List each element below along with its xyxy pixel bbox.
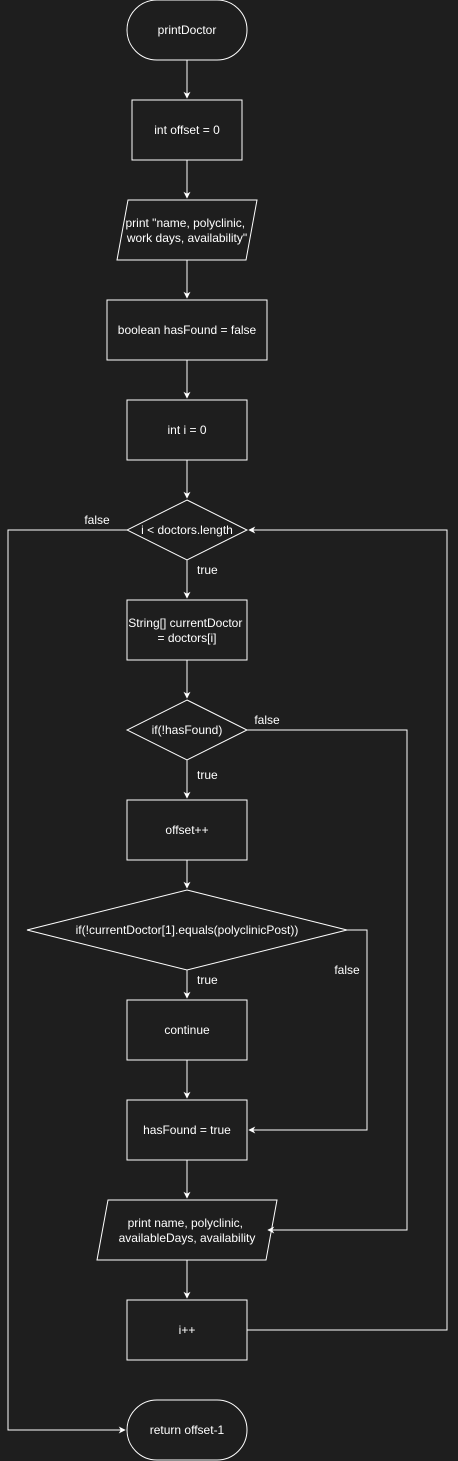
if-polyclinic-label: if(!currentDoctor[1].equals(polyclinicPo…	[76, 923, 299, 937]
i-inc-label: i++	[179, 1323, 196, 1337]
print-doctor-io	[96, 1199, 278, 1261]
edge-found-false-to-print-doctor	[247, 729, 408, 1234]
set-found-label: hasFound = true	[143, 1123, 231, 1137]
loop-false-label: false	[84, 513, 110, 527]
loop-true-label: true	[197, 563, 218, 577]
if-not-found-label: if(!hasFound)	[152, 723, 223, 737]
return-terminal	[126, 1399, 248, 1461]
edges	[7, 60, 448, 1434]
offset-init-box	[131, 99, 243, 161]
edge-loop-false-to-return	[7, 529, 127, 1434]
i-init-label: int i = 0	[167, 423, 206, 437]
i-inc-box	[126, 1299, 248, 1361]
if-not-found-diamond	[125, 699, 249, 761]
print-header-io	[116, 199, 258, 261]
print-doctor-label: print name, polyclinic, availableDays, a…	[119, 1216, 256, 1245]
i-init-box	[126, 399, 248, 461]
loop-condition-diamond	[125, 499, 249, 561]
set-found-box	[126, 1099, 248, 1161]
loop-condition-label: i < doctors.length	[141, 523, 233, 537]
edge-labels: false true false true true false	[84, 513, 360, 987]
found-true-label: true	[197, 768, 218, 782]
continue-box	[126, 999, 248, 1061]
poly-true-label: true	[197, 973, 218, 987]
poly-false-label: false	[334, 963, 360, 977]
edge-poly-false-to-set-found	[248, 929, 368, 1134]
start-terminal	[126, 0, 248, 61]
return-label: return offset-1	[150, 1423, 225, 1437]
node-labels: printDoctor int offset = 0 print "name, …	[76, 23, 299, 1437]
has-found-init-label: boolean hasFound = false	[118, 323, 257, 337]
found-false-label: false	[254, 713, 280, 727]
start-label: printDoctor	[158, 23, 217, 37]
current-doctor-box	[126, 599, 248, 661]
offset-inc-label: offset++	[165, 823, 208, 837]
offset-inc-box	[126, 799, 248, 861]
has-found-init-box	[106, 299, 268, 361]
current-doctor-label: String[] currentDoctor = doctors[i]	[128, 616, 245, 645]
offset-init-label: int offset = 0	[154, 123, 220, 137]
print-header-label: print "name, polyclinic, work days, avai…	[126, 216, 249, 245]
continue-label: continue	[164, 1023, 210, 1037]
nodes	[26, 0, 348, 1461]
edge-i-inc-loop-back	[247, 526, 448, 1331]
if-polyclinic-diamond	[26, 889, 348, 971]
